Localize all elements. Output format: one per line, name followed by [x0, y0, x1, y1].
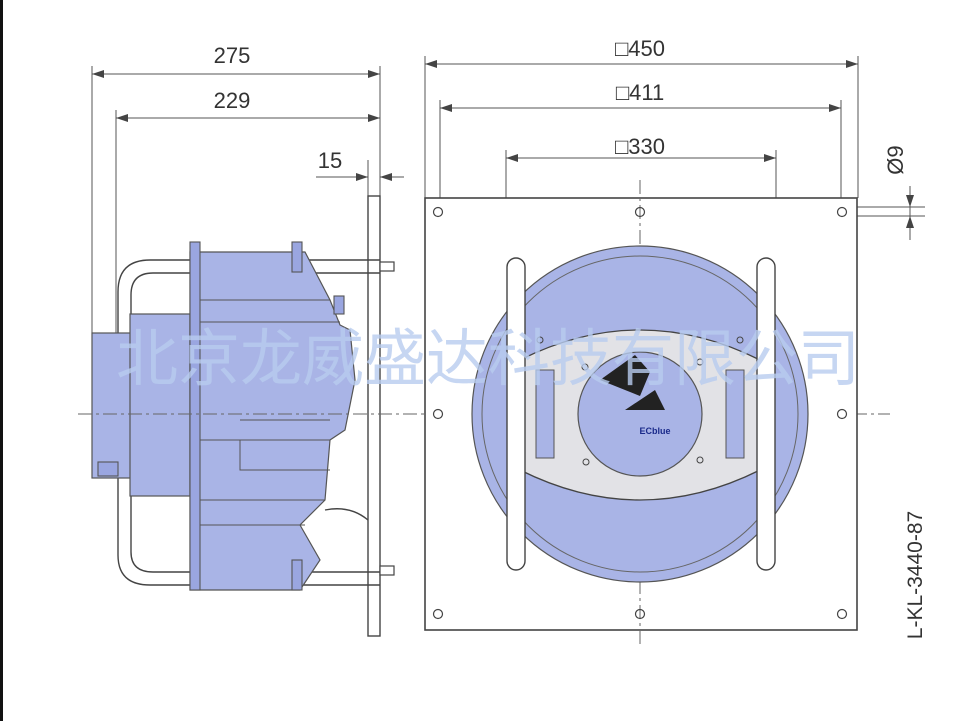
dim-229-label: 229	[214, 88, 251, 113]
front-view: □450 □411 □330 Ø9	[424, 36, 925, 645]
dim-15-label: 15	[318, 148, 342, 173]
dim-411-label: □411	[616, 80, 664, 105]
side-view: 275 229 15	[91, 43, 404, 637]
dim-9-label: Ø9	[883, 145, 908, 174]
dim-450-label: □450	[615, 36, 665, 61]
ecblue-logo-text: ECblue	[639, 426, 670, 436]
drawing-number: L-KL-3440-87	[904, 511, 927, 639]
dim-330-label: □330	[615, 134, 665, 159]
brand-logo-icon	[600, 355, 650, 396]
mounting-holes	[432, 206, 848, 620]
dim-275-label: 275	[214, 43, 251, 68]
watermark-text: 北京龙威盛达科技有限公司	[116, 322, 860, 395]
left-edge-bar	[0, 0, 3, 721]
